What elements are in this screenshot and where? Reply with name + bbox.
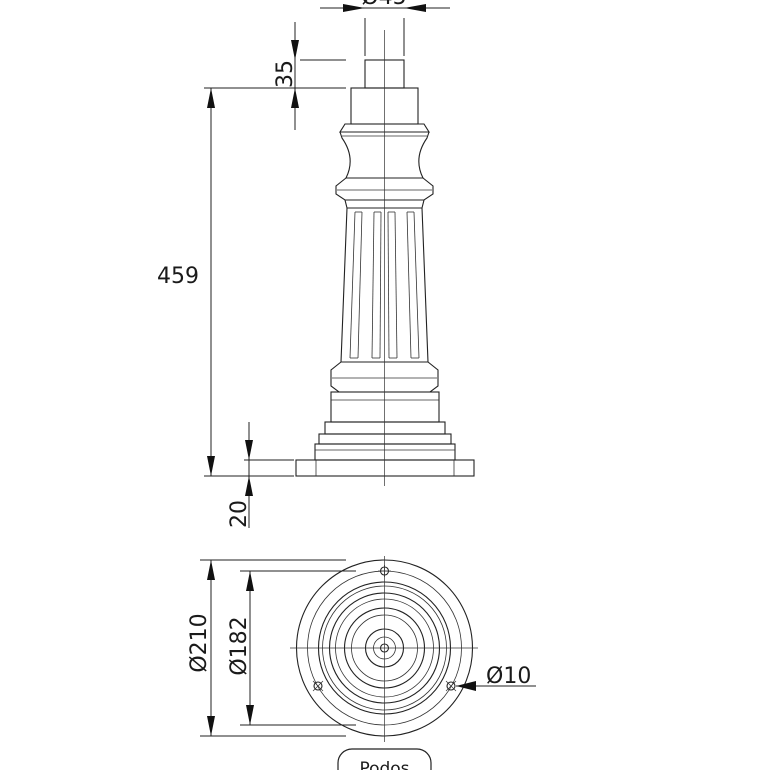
bolt-hole-top [378,565,391,577]
dimension-bolt-circle-diameter: Ø182 [227,570,356,726]
total-height-label: 459 [157,264,199,289]
dimension-bolt-hole-diameter: Ø10 [456,664,536,691]
podos-button-label: Podos [359,759,409,770]
bolt-hole-right [445,680,457,692]
plan-view [290,556,478,742]
dimension-total-height: 459 [157,87,346,477]
dimension-top-diameter: Ø45 [320,0,450,56]
dimension-spigot-height: 35 [270,22,346,130]
bolt-hole-diameter-label: Ø10 [486,664,531,689]
spigot-height-label: 35 [273,60,298,88]
dimension-base-outer-diameter: Ø210 [187,559,346,737]
base-thickness-label: 20 [227,500,252,528]
side-elevation [295,30,475,486]
bolt-hole-left [312,680,324,692]
base-outer-diameter-label: Ø210 [187,613,212,672]
dimension-base-thickness: 20 [227,422,294,528]
bolt-circle-diameter-label: Ø182 [227,616,252,675]
podos-button[interactable]: Podos [337,748,432,770]
top-diameter-label: Ø45 [361,0,406,10]
